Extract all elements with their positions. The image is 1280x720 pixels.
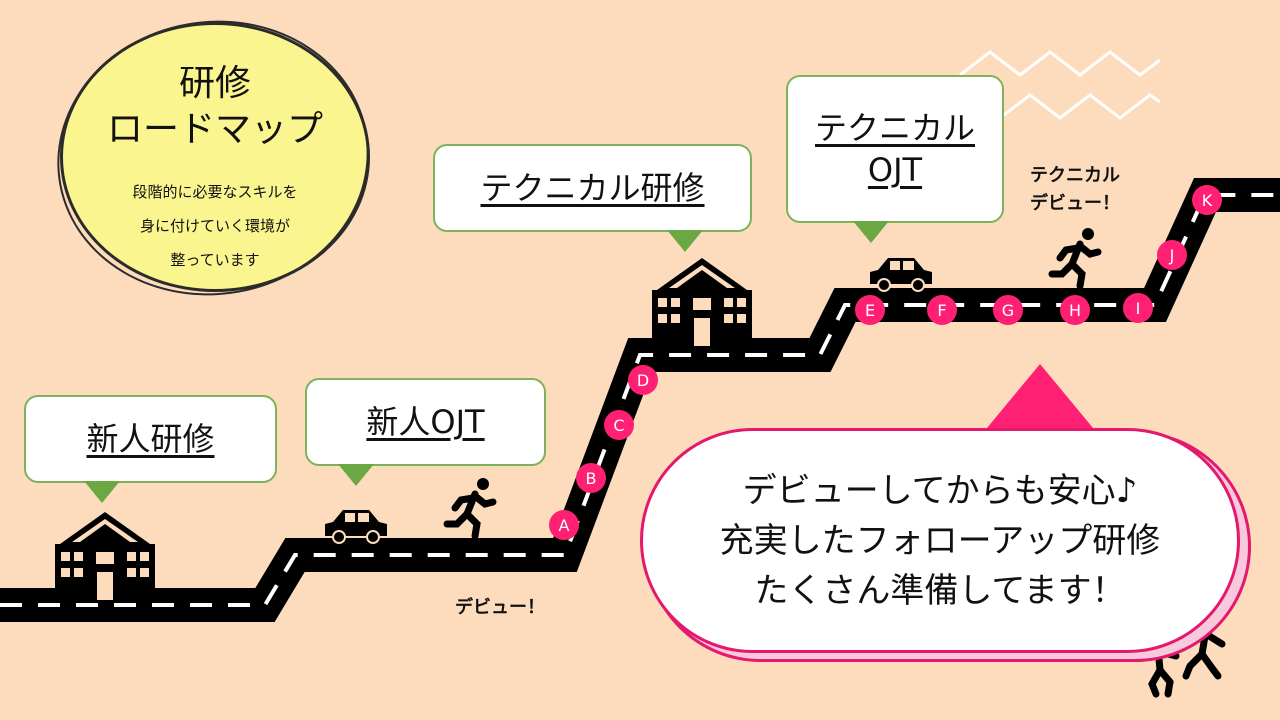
step-marker-label: J [1169,246,1175,265]
step-marker-label: F [937,301,946,320]
step-marker-c: C [604,410,634,440]
follow-up-message: デビューしてからも安心♪ 充実したフォローアップ研修 たくさん準備してます！ [719,470,1161,611]
callout-label: 新人研修 [86,420,215,458]
step-marker-label: G [1002,301,1014,320]
step-marker-circle [1157,240,1187,270]
step-marker-label: C [613,416,624,435]
callout-label: テクニカル OJT [814,109,975,189]
callout-shinjin-kenshu: 新人研修 [24,395,277,483]
step-marker-label: K [1202,191,1213,210]
step-marker-circle [1123,293,1153,323]
step-marker-d: D [628,365,658,395]
team-runners-icon [1140,613,1226,698]
step-marker-label: I [1136,299,1141,318]
step-marker-label: D [637,371,649,390]
callout-tail [667,230,703,252]
roadmap-title: 研修 ロードマップ [106,63,323,150]
callout-tail [853,221,889,243]
step-marker-label: B [586,469,597,488]
step-marker-circle [1060,295,1090,325]
runner-icon [1048,228,1102,290]
step-marker-label: A [559,516,570,535]
step-marker-i: I [1123,293,1153,323]
step-marker-b: B [576,463,606,493]
zigzag-decoration [959,50,1161,120]
step-marker-circle [576,463,606,493]
step-markers: A B C D E F G H I J K [549,185,1222,540]
bubble-pointer [987,364,1093,428]
step-marker-a: A [549,510,579,540]
technical-debut-label: テクニカル デビュー！ [1030,165,1120,214]
step-marker-f: F [927,295,957,325]
follow-up-message-bubble: デビューしてからも安心♪ 充実したフォローアップ研修 たくさん準備してます！ [640,428,1240,653]
car-icon [870,258,932,292]
step-marker-g: G [993,295,1023,325]
step-marker-circle [855,295,885,325]
callout-technical-ojt: テクニカル OJT [786,75,1004,223]
callout-tail [84,481,120,503]
step-marker-label: H [1069,301,1081,320]
step-marker-label: E [865,301,875,320]
school-building-icon [55,512,155,600]
step-marker-circle [927,295,957,325]
step-marker-circle [993,295,1023,325]
step-marker-circle [628,365,658,395]
callout-label: 新人OJT [366,403,485,441]
step-marker-e: E [855,295,885,325]
callout-shinjin-ojt: 新人OJT [305,378,546,466]
runner-icon [443,478,497,540]
step-marker-h: H [1060,295,1090,325]
callout-tail [338,464,374,486]
step-marker-k: K [1192,185,1222,215]
school-building-icon [652,258,752,346]
callout-technical-kenshu: テクニカル研修 [433,144,752,232]
debut-label: デビュー！ [455,597,545,618]
step-marker-circle [1192,185,1222,215]
roadmap-title-badge: 研修 ロードマップ 段階的に必要なスキルを 身に付けていく環境が 整っています [39,0,387,316]
callout-label: テクニカル研修 [480,169,705,207]
step-marker-circle [604,410,634,440]
car-icon [325,510,387,544]
step-marker-circle [549,510,579,540]
step-marker-j: J [1157,240,1187,270]
roadmap-subtitle: 段階的に必要なスキルを 身に付けていく環境が 整っています [132,183,298,269]
